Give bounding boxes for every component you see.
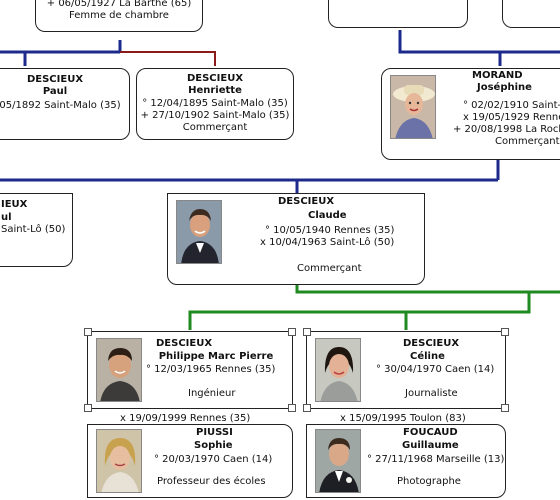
paul-birth: 05/1892 Saint-Malo (35): [0, 100, 121, 111]
connector-top-right-blue: [398, 30, 560, 54]
philippe-occupation: Ingénieur: [188, 388, 236, 399]
card-josephine[interactable]: MORAND Joséphine ° 02/02/1910 Saint-L x …: [381, 68, 560, 160]
sophie-birth: ° 20/03/1970 Caen (14): [154, 454, 273, 465]
card-corner-br: [288, 404, 296, 412]
photo-man-suit-icon: [177, 201, 221, 263]
card-corner-tl: [303, 328, 311, 336]
claude-birth: ° 10/05/1940 Rennes (35): [265, 225, 395, 236]
sophie-photo: [96, 429, 142, 493]
card-paul[interactable]: DESCIEUX Paul 05/1892 Saint-Malo (35): [0, 68, 130, 140]
connector-green-main: [295, 283, 560, 294]
claude-surname: DESCIEUX: [278, 196, 335, 207]
photo-groom-icon: [316, 430, 360, 492]
card-corner-br: [501, 404, 509, 412]
sophie-given: Sophie: [194, 440, 233, 451]
henriette-given: Henriette: [188, 85, 242, 96]
henriette-death: + 27/10/1902 Saint-Malo (35): [140, 110, 290, 121]
card-corner-bl: [303, 404, 311, 412]
photo-blonde-woman-icon: [97, 430, 141, 492]
celine-photo: [315, 338, 361, 402]
celine-surname: DESCIEUX: [403, 338, 460, 349]
paul-given: Paul: [42, 86, 68, 97]
left-partial-surname: IEUX: [1, 199, 28, 210]
josephine-death: + 20/08/1998 La Roch: [453, 124, 560, 135]
left-partial-place: Saint-Lô (50): [1, 224, 66, 235]
connector-top-blue: [0, 40, 122, 54]
marriage-philippe-sophie: x 19/09/1999 Rennes (35): [120, 413, 251, 424]
card-corner-tr: [288, 328, 296, 336]
philippe-birth: ° 12/03/1965 Rennes (35): [146, 364, 276, 375]
henriette-occupation: Commerçant: [182, 122, 248, 133]
philippe-given: Philippe Marc Pierre: [158, 351, 274, 362]
card-philippe[interactable]: DESCIEUX Philippe Marc Pierre ° 12/03/19…: [84, 328, 296, 412]
henriette-surname: DESCIEUX: [186, 73, 244, 84]
celine-occupation: Journaliste: [405, 388, 458, 399]
left-partial-given: ul: [1, 212, 12, 223]
connector-middle-blue: [0, 160, 500, 182]
guillaume-surname: FOUCAUD: [403, 427, 458, 438]
claude-marriage: x 10/04/1963 Saint-Lô (50): [260, 237, 395, 248]
josephine-given: Joséphine: [477, 82, 532, 93]
card-celine[interactable]: DESCIEUX Céline ° 30/04/1970 Caen (14) J…: [303, 328, 509, 412]
card-top-right-1[interactable]: [328, 0, 468, 28]
card-top-partial[interactable]: + 06/05/1927 La Barthe (65) Femme de cha…: [35, 0, 203, 32]
philippe-photo: [96, 338, 142, 402]
top-partial-line2: Femme de chambre: [69, 10, 169, 21]
guillaume-photo: [315, 429, 361, 493]
claude-photo: [176, 200, 222, 264]
photo-young-woman-icon: [316, 339, 360, 401]
guillaume-occupation: Photographe: [397, 476, 461, 487]
philippe-surname: DESCIEUX: [156, 338, 213, 349]
card-claude[interactable]: DESCIEUX Claude ° 10/05/1940 Rennes (35)…: [167, 193, 425, 285]
sophie-surname: PIUSSI: [196, 427, 233, 438]
marriage-celine-guillaume: x 15/09/1995 Toulon (83): [340, 413, 466, 424]
sophie-occupation: Professeur des écoles: [157, 476, 266, 487]
card-corner-bl: [84, 404, 92, 412]
card-left-partial[interactable]: IEUX ul Saint-Lô (50): [0, 193, 73, 267]
photo-woman-hat-icon: [391, 76, 435, 138]
card-sophie[interactable]: PIUSSI Sophie ° 20/03/1970 Caen (14) Pro…: [87, 424, 293, 498]
celine-given: Céline: [410, 351, 445, 362]
card-guillaume[interactable]: FOUCAUD Guillaume ° 27/11/1968 Marseille…: [306, 424, 506, 498]
guillaume-given: Guillaume: [402, 440, 459, 451]
henriette-birth: ° 12/04/1895 Saint-Malo (35): [142, 98, 288, 109]
connector-green-drop: [188, 292, 531, 330]
josephine-photo: [390, 75, 436, 139]
top-partial-line1: + 06/05/1927 La Barthe (65): [46, 0, 192, 9]
claude-given: Claude: [308, 210, 347, 221]
celine-birth: ° 30/04/1970 Caen (14): [376, 364, 495, 375]
card-henriette[interactable]: DESCIEUX Henriette ° 12/04/1895 Saint-Ma…: [136, 68, 294, 140]
paul-surname: DESCIEUX: [26, 74, 84, 85]
claude-occupation: Commerçant: [297, 263, 362, 274]
josephine-surname: MORAND: [472, 70, 523, 81]
card-top-right-2[interactable]: [502, 0, 560, 28]
josephine-birth: ° 02/02/1910 Saint-L: [463, 100, 560, 111]
card-corner-tr: [501, 328, 509, 336]
card-corner-tl: [84, 328, 92, 336]
photo-young-man-icon: [97, 339, 141, 401]
connector-henriette-red: [120, 51, 216, 66]
guillaume-birth: ° 27/11/1968 Marseille (13): [367, 454, 505, 465]
josephine-marriage: x 19/05/1929 Renne: [463, 112, 560, 123]
josephine-occupation: Commerçante: [495, 136, 560, 147]
